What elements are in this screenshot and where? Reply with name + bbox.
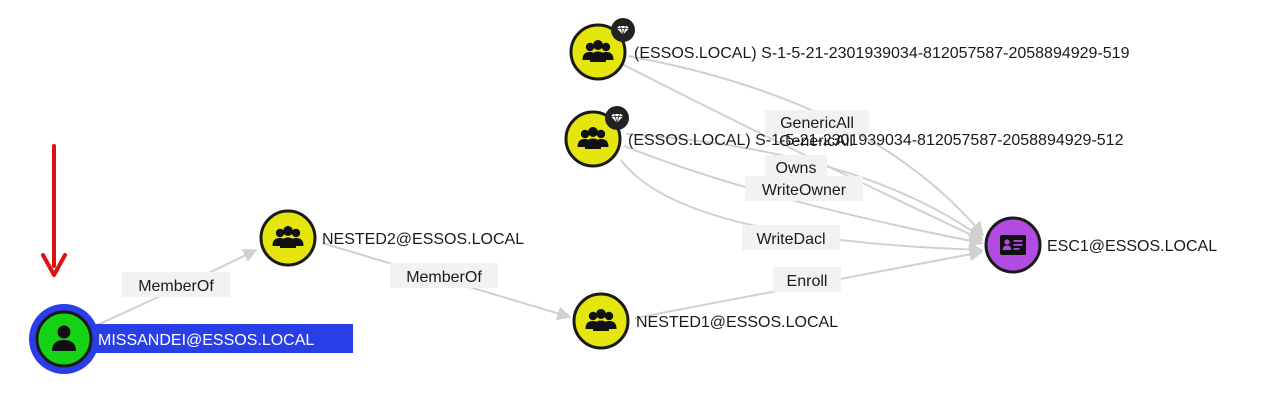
edge-label-text: MemberOf bbox=[138, 278, 214, 295]
edge-label-background bbox=[765, 155, 827, 180]
edge-label-background bbox=[742, 225, 840, 250]
edge-label-text: WriteOwner bbox=[762, 182, 847, 199]
node-label: (ESSOS.LOCAL) S-1-5-21-2301939034-812057… bbox=[628, 132, 1124, 149]
edge-label-text: WriteDacl bbox=[756, 231, 825, 248]
edge-label: WriteDacl bbox=[742, 225, 840, 250]
edge-owns-users519-esc1[interactable] bbox=[621, 63, 984, 241]
edge-label-text: MemberOf bbox=[406, 269, 482, 286]
node-missandei[interactable]: MISSANDEI@ESSOS.LOCAL bbox=[29, 304, 353, 374]
node-label: (ESSOS.LOCAL) S-1-5-21-2301939034-812057… bbox=[634, 45, 1130, 62]
edge-label: MemberOf bbox=[122, 272, 230, 297]
edge-label-background bbox=[745, 176, 863, 201]
node-label: NESTED1@ESSOS.LOCAL bbox=[636, 314, 838, 331]
edge-labels: MemberOf MemberOf Enroll WriteDacl Write… bbox=[122, 110, 869, 297]
edge-label-background bbox=[773, 267, 841, 292]
edge-label: Enroll bbox=[773, 267, 841, 292]
edge-label: GenericAll bbox=[765, 110, 869, 134]
node-label: MISSANDEI@ESSOS.LOCAL bbox=[98, 332, 314, 349]
edge-label-background bbox=[122, 272, 230, 297]
edge-label: WriteOwner bbox=[745, 176, 863, 201]
user-node-circle[interactable] bbox=[35, 310, 93, 368]
edge-label-text: Enroll bbox=[787, 273, 828, 290]
edge-label-text: GenericAll bbox=[780, 115, 854, 132]
node-group-519[interactable]: (ESSOS.LOCAL) S-1-5-21-2301939034-812057… bbox=[569, 18, 1130, 81]
edge-label-background bbox=[390, 263, 498, 288]
node-nested1[interactable]: NESTED1@ESSOS.LOCAL bbox=[572, 292, 838, 350]
edge-label-text: GenericAll bbox=[779, 133, 853, 150]
edge-label-background bbox=[765, 110, 869, 134]
edge-writedacl-users512-esc1[interactable] bbox=[620, 159, 984, 257]
certificate-icon bbox=[1000, 235, 1026, 255]
edge-label: MemberOf bbox=[390, 263, 498, 288]
selected-label-highlight bbox=[64, 324, 353, 353]
edge-label: Owns bbox=[765, 155, 827, 180]
node-nested2[interactable]: NESTED2@ESSOS.LOCAL bbox=[259, 209, 524, 267]
edge-label: GenericAll bbox=[779, 133, 853, 150]
red-down-arrow-icon bbox=[41, 144, 67, 277]
edge-label-text: Owns bbox=[776, 160, 817, 177]
node-label: NESTED2@ESSOS.LOCAL bbox=[322, 231, 524, 248]
node-group-512[interactable]: (ESSOS.LOCAL) S-1-5-21-2301939034-812057… bbox=[564, 106, 1124, 168]
node-label: ESC1@ESSOS.LOCAL bbox=[1047, 238, 1217, 255]
node-esc1[interactable]: ESC1@ESSOS.LOCAL bbox=[984, 216, 1217, 274]
